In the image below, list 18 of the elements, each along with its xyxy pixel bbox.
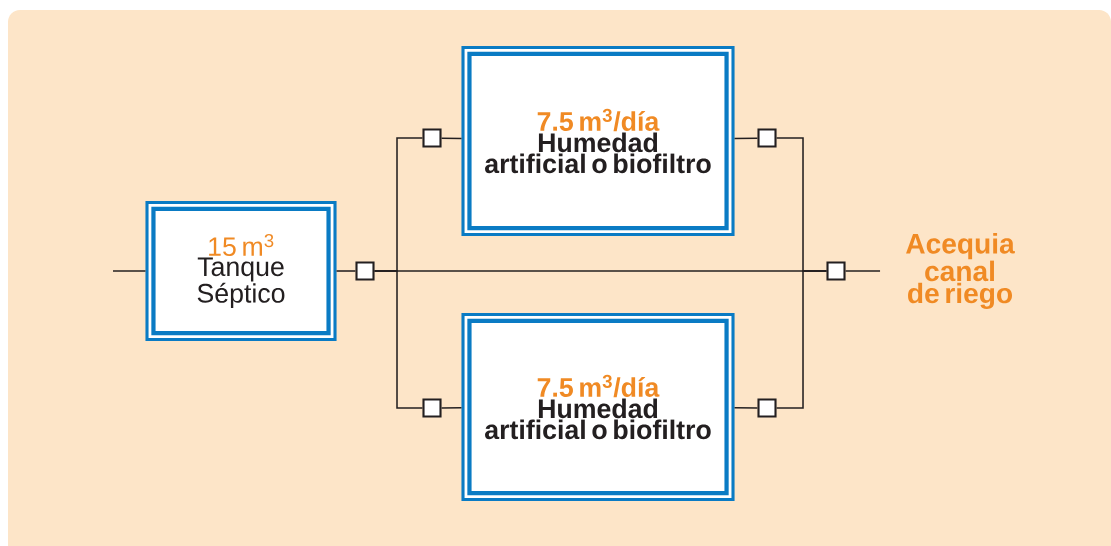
- valve-symbol: [422, 398, 442, 418]
- pipe-line: [112, 270, 147, 272]
- valve-symbol: [757, 128, 777, 148]
- pipe-line: [440, 407, 463, 409]
- pipe-line: [844, 270, 881, 272]
- process-box: 7.5 m$^{3}$/día Humedad artificial o biofiltro: [461, 45, 735, 237]
- valve-symbol: [355, 261, 375, 281]
- valve-symbol: [826, 261, 846, 281]
- process-box: 15 m$^{3}$ Tanque Séptico: [145, 200, 337, 342]
- valve-symbol: [422, 128, 442, 148]
- pipe-line: [373, 270, 828, 272]
- pipe-line: [440, 137, 463, 140]
- pipe-line: [733, 407, 759, 409]
- pipe-line: [335, 270, 357, 272]
- pipe-line: [733, 137, 759, 140]
- outlet-label: Acequia canal de riego: [906, 233, 1015, 309]
- valve-symbol: [757, 398, 777, 418]
- process-box: 7.5 m$^{3}$/día Humedad artificial o biofiltro: [461, 312, 735, 502]
